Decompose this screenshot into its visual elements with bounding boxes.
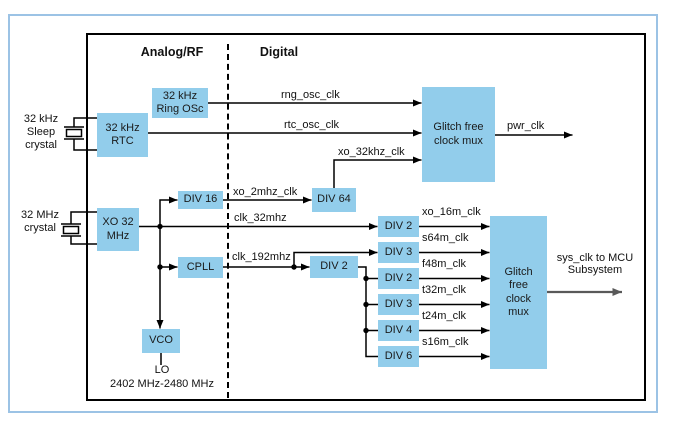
crystal-symbol-32mhz	[61, 211, 98, 245]
soc-boundary-frame	[86, 33, 646, 401]
block-div-f48m: DIV 2	[378, 268, 419, 289]
outer-frame	[8, 14, 658, 413]
block-glitch-free-mux-sys: Glitch free clock mux	[490, 216, 547, 369]
block-div-t24m: DIV 4	[378, 320, 419, 341]
signal-clk-32mhz: clk_32mhz	[234, 212, 287, 224]
block-glitch-free-mux-pwr: Glitch free clock mux	[422, 87, 495, 182]
signal-sys-clk: sys_clk to MCU Subsystem	[556, 252, 634, 276]
signal-t32m-clk: t32m_clk	[422, 284, 467, 296]
wire-xo-32khz-clk	[333, 156, 422, 188]
block-div-xo16m: DIV 2	[378, 216, 419, 237]
block-div2-pll: DIV 2	[310, 256, 358, 278]
wire-96m-branch	[358, 266, 378, 358]
signal-rng-osc-clk: rng_osc_clk	[281, 89, 340, 101]
analog-digital-divider	[227, 44, 229, 398]
block-div-s64m: DIV 3	[378, 242, 419, 263]
label-32mhz-crystal: 32 MHz crystal	[21, 209, 59, 235]
signal-f48m-clk: f48m_clk	[422, 258, 467, 270]
block-ring-osc: 32 kHz Ring OSc	[152, 88, 208, 118]
signal-t24m-clk: t24m_clk	[422, 310, 467, 322]
block-div-t32m: DIV 3	[378, 294, 419, 315]
wire-192-to-div3	[293, 249, 378, 267]
region-label-digital: Digital	[259, 45, 299, 59]
signal-xo-2mhz-clk: xo_2mhz_clk	[233, 186, 298, 198]
region-label-analog: Analog/RF	[140, 45, 204, 59]
block-vco: VCO	[142, 329, 180, 353]
signal-clk-192mhz: clk_192mhz	[232, 251, 291, 263]
crystal-symbol-sleep	[64, 117, 98, 151]
wire-to-div16	[159, 196, 178, 227]
label-lo: LO	[154, 364, 170, 376]
block-rtc: 32 kHz RTC	[97, 113, 148, 157]
signal-s16m-clk: s16m_clk	[422, 336, 469, 348]
signal-xo-32khz-clk: xo_32khz_clk	[338, 146, 405, 158]
signal-s64m-clk: s64m_clk	[422, 232, 469, 244]
block-cpll: CPLL	[178, 257, 223, 278]
block-div16: DIV 16	[178, 191, 223, 209]
label-sleep-crystal: 32 kHz Sleep crystal	[23, 113, 59, 152]
block-div-s16m: DIV 6	[378, 346, 419, 367]
label-lo-range: 2402 MHz-2480 MHz	[110, 378, 214, 390]
block-div64: DIV 64	[312, 188, 356, 212]
signal-pwr-clk: pwr_clk	[507, 120, 545, 132]
junction-dots	[157, 223, 369, 334]
block-xo: XO 32 MHz	[97, 208, 139, 251]
signal-xo-16m-clk: xo_16m_clk	[422, 206, 481, 218]
signal-rtc-osc-clk: rtc_osc_clk	[284, 119, 340, 131]
